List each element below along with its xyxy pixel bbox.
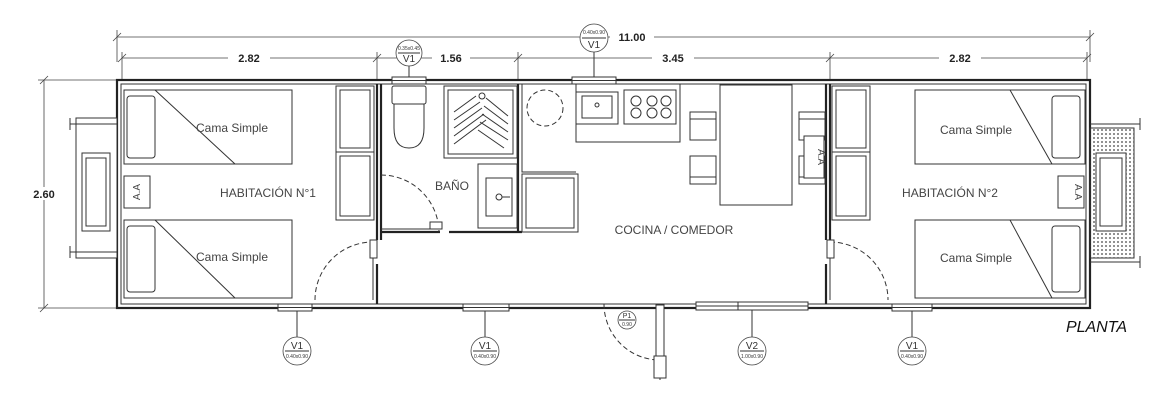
room-label-habitacion-2: HABITACIÓN N°2 — [902, 185, 998, 200]
tag-v1-bottom-a: V1 0.40x0.90 — [282, 311, 312, 366]
tag-v1-bottom-b: V1 0.40x0.90 — [470, 311, 500, 366]
svg-text:V1: V1 — [588, 40, 601, 51]
room-habitacion-1: Cama Simple Cama Simple A.A HABITACIÓN N… — [123, 85, 378, 301]
ac-label: A.A — [1072, 184, 1083, 200]
ac-unit-left-exterior — [69, 117, 118, 259]
svg-text:0.40x0.90: 0.40x0.90 — [901, 354, 923, 360]
room-label-habitacion-1: HABITACIÓN N°1 — [220, 185, 316, 200]
room-cocina-comedor: A.A COCINA / COMEDOR — [521, 84, 826, 237]
dimension-room1-label: 2.82 — [238, 53, 259, 65]
ac-indoor-unit-right: A.A — [1057, 175, 1085, 209]
ac-indoor-unit-left: A.A — [123, 175, 151, 209]
tag-v1-bottom-c: V1 0.40x0.90 — [897, 311, 927, 366]
dimension-room2-label: 2.82 — [949, 53, 970, 65]
tag-v1-bath: 0.35x0.45 V1 — [395, 39, 423, 77]
tag-v1-top: 0.40x0.90 V1 — [579, 23, 609, 77]
ac-label: A.A — [815, 149, 826, 165]
svg-text:V1: V1 — [291, 341, 304, 352]
svg-text:0.40x0.90: 0.40x0.90 — [286, 354, 308, 360]
room-label-cocina: COCINA / COMEDOR — [615, 223, 734, 237]
dimension-overall-label: 11.00 — [619, 32, 646, 44]
svg-text:V1: V1 — [479, 341, 492, 352]
svg-text:V1: V1 — [906, 341, 919, 352]
bed-bottom-right: Cama Simple — [914, 219, 1086, 299]
svg-text:V1: V1 — [403, 54, 416, 65]
ac-unit-right-exterior — [1089, 118, 1141, 268]
svg-text:1.00x0.90: 1.00x0.90 — [741, 354, 763, 360]
svg-text:0.40x0.90: 0.40x0.90 — [474, 354, 496, 360]
door-main-entry — [603, 303, 667, 380]
bed-label: Cama Simple — [196, 250, 268, 264]
dimension-depth: 2.60 — [30, 75, 117, 313]
toilet — [391, 85, 427, 149]
room-bano: BAÑO — [380, 85, 518, 233]
door-bath — [380, 174, 443, 233]
windows — [277, 76, 933, 312]
svg-text:P1: P1 — [623, 313, 632, 320]
svg-text:0.35x0.45: 0.35x0.45 — [398, 46, 420, 52]
room-label-bano: BAÑO — [435, 179, 469, 193]
svg-text:V2: V2 — [746, 341, 759, 352]
door-room2 — [826, 239, 889, 301]
shower — [443, 85, 518, 159]
tag-p1: P1 0.90 — [617, 310, 637, 330]
bed-bottom-left: Cama Simple — [123, 219, 293, 299]
tag-v2: V2 1.00x0.90 — [737, 310, 767, 366]
bed-label: Cama Simple — [196, 121, 268, 135]
dimension-depth-label: 2.60 — [33, 189, 54, 201]
interior-walls — [375, 84, 832, 304]
bathroom-sink — [477, 163, 518, 229]
bed-top-left: Cama Simple — [123, 89, 293, 165]
dimension-bath-label: 1.56 — [440, 53, 461, 65]
svg-text:0.40x0.90: 0.40x0.90 — [583, 30, 605, 36]
bed-top-right: Cama Simple — [914, 89, 1086, 165]
closet-room2 — [831, 85, 871, 221]
bed-label: Cama Simple — [940, 251, 1012, 265]
room-habitacion-2: Cama Simple Cama Simple A.A HABITACIÓN N… — [826, 85, 1086, 301]
dimension-kitchen-label: 3.45 — [662, 53, 683, 65]
bed-label: Cama Simple — [940, 123, 1012, 137]
dimension-segments: 2.82 1.56 3.45 2.82 — [117, 51, 1092, 80]
closet-room1 — [335, 85, 375, 221]
ac-label: A.A — [132, 184, 143, 200]
ac-indoor-unit-kitchen: A.A — [803, 135, 826, 179]
dining-table — [719, 84, 793, 206]
svg-text:0.90: 0.90 — [622, 322, 632, 328]
kitchen-counter — [521, 84, 681, 173]
kitchen-cabinet — [521, 173, 579, 233]
plan-title: PLANTA — [1066, 319, 1127, 336]
water-heater — [526, 89, 564, 127]
door-room1 — [314, 239, 378, 301]
